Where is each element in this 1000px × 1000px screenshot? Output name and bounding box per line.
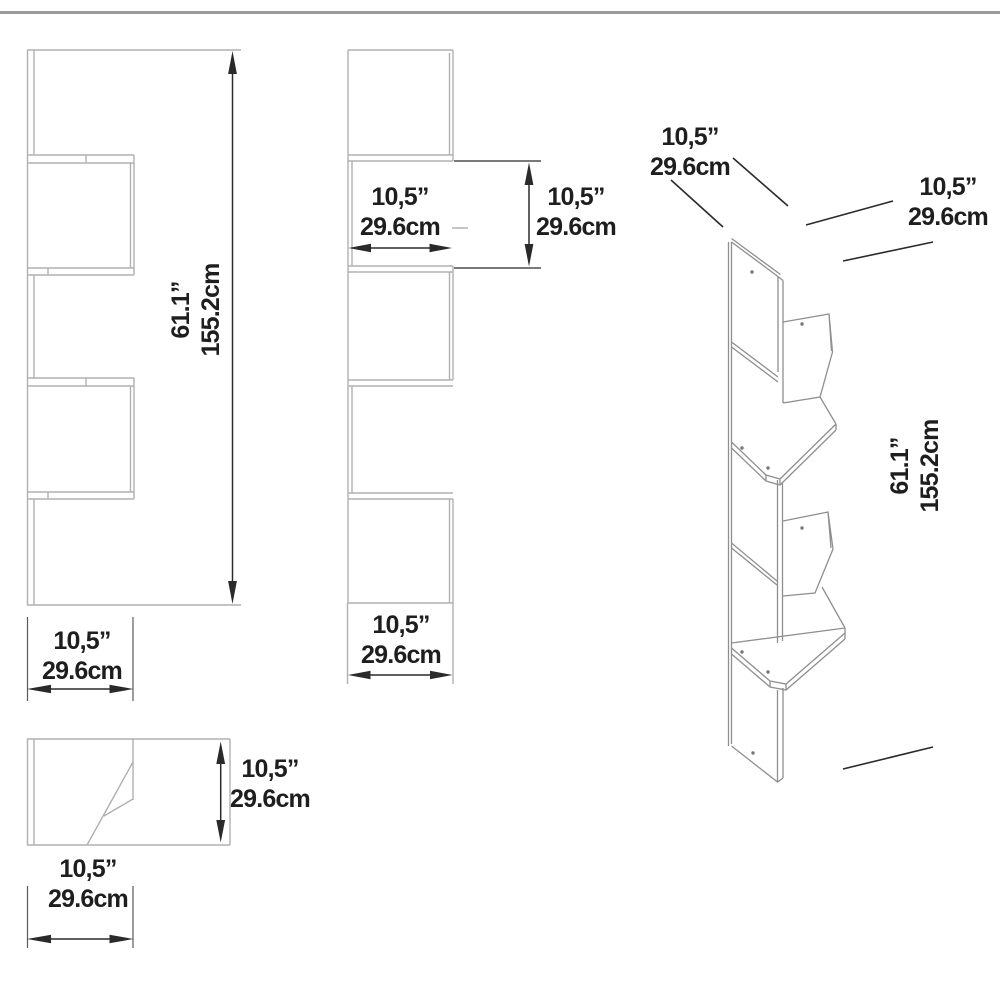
persp-bottom-back-panel: [731, 688, 784, 783]
dim-metric: 29.6cm: [361, 641, 442, 669]
front-width-arrow-right: [109, 684, 134, 694]
persp-top-back-panel: [731, 237, 784, 403]
dim-inches: 10,5”: [547, 183, 605, 211]
dim-metric: 29.6cm: [230, 785, 311, 813]
perspective-view-drawing: [727, 237, 846, 783]
persp-height-label: 61.1” 155.2cm: [885, 419, 945, 512]
front-height-label: 61.1” 155.2cm: [166, 263, 226, 356]
front-view-outline: [26, 49, 241, 606]
dim-inches: 10,5”: [661, 123, 719, 151]
screw-dot: [766, 670, 770, 674]
dim-inches: 10,5”: [241, 755, 299, 783]
persp-depth-leader-lines: [805, 200, 934, 262]
dim-metric: 155.2cm: [197, 263, 225, 357]
side-view-dimensions: [348, 160, 541, 680]
plan-right-label: 10,5” 29.6cm: [230, 754, 311, 814]
side-right-arrow-down: [524, 244, 534, 267]
persp-screw-holes: [740, 270, 804, 755]
persp-top-width-label: 10,5” 29.6cm: [650, 122, 731, 182]
side-right-arrow-up: [524, 162, 534, 185]
dim-metric: 29.6cm: [650, 153, 731, 181]
screw-dot: [740, 446, 744, 450]
dim-metric: 29.6cm: [42, 657, 123, 685]
dim-inches: 61.1”: [886, 437, 914, 495]
dim-metric: 29.6cm: [908, 203, 989, 231]
front-width-extension-lines: [26, 617, 134, 701]
side-right-label: 10,5” 29.6cm: [536, 182, 617, 242]
front-view-dimensions: [26, 51, 237, 701]
side-bottom-arrow-left: [348, 670, 371, 680]
dim-inches: 10,5”: [372, 611, 430, 639]
plan-view-outline: [26, 738, 231, 846]
front-view-drawing: [26, 49, 241, 606]
side-opening-label: 10,5” 29.6cm: [360, 182, 441, 242]
side-view-outline: [346, 49, 468, 684]
persp-shelf-upper: [731, 396, 837, 486]
persp-side-wall-lower: [782, 511, 834, 597]
persp-back-spine-edges: [727, 242, 733, 746]
side-bottom-label: 10,5” 29.6cm: [361, 610, 442, 670]
screw-dot: [751, 751, 755, 755]
dim-metric: 29.6cm: [48, 885, 129, 913]
plan-bottom-label: 10,5” 29.6cm: [48, 854, 129, 914]
screw-dot: [740, 650, 744, 654]
front-height-arrow-up: [228, 51, 237, 74]
plan-bottom-arrow-right: [109, 934, 134, 944]
dim-inches: 10,5”: [919, 173, 977, 201]
side-opening-arrow-left: [348, 243, 371, 253]
persp-width-leader-lines: [670, 157, 789, 228]
persp-height-leader-line: [842, 746, 934, 770]
dim-inches: 61.1”: [167, 281, 195, 339]
dim-inches: 10,5”: [371, 183, 429, 211]
screw-dot: [766, 466, 770, 470]
front-width-label: 10,5” 29.6cm: [42, 626, 123, 686]
persp-side-wall-upper: [782, 313, 834, 404]
plan-bottom-arrow-left: [27, 934, 51, 944]
side-right-extension-lines: [454, 160, 541, 269]
persp-right-depth-label: 10,5” 29.6cm: [908, 172, 989, 232]
dim-metric: 29.6cm: [360, 213, 441, 241]
screw-dot: [800, 526, 804, 530]
perspective-leader-lines: [670, 157, 934, 770]
plan-bottom-extension-lines: [26, 886, 134, 948]
plan-view-drawing: [26, 738, 231, 846]
screw-dot: [750, 270, 754, 274]
dim-inches: 10,5”: [53, 627, 111, 655]
persp-middle-back-panel: [731, 480, 784, 643]
side-opening-arrow-right: [429, 243, 452, 253]
screw-dot: [800, 322, 804, 326]
front-height-arrow-down: [228, 581, 237, 604]
dim-metric: 29.6cm: [536, 213, 617, 241]
persp-shelf-lower: [731, 586, 846, 691]
side-view-drawing: [346, 49, 468, 684]
plan-view-dimensions: [26, 741, 226, 948]
top-border-rule: [0, 11, 1000, 14]
plan-right-arrow-up: [216, 741, 226, 764]
plan-right-arrow-down: [216, 820, 226, 843]
side-bottom-arrow-right: [430, 670, 453, 680]
dim-inches: 10,5”: [59, 855, 117, 883]
front-width-arrow-left: [27, 684, 51, 694]
dim-metric: 155.2cm: [916, 419, 944, 513]
